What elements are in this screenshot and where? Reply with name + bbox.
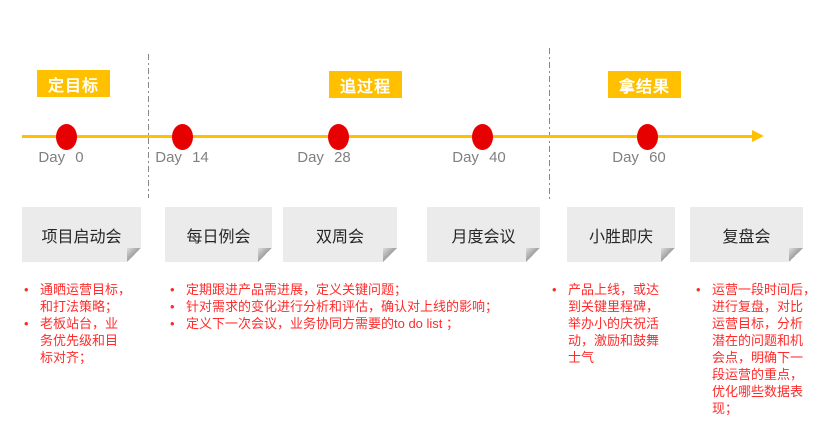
notes-list-process: • 定期跟进产品需进展，定义关键问题； • 针对需求的变化进行分析和评估，确认对… <box>168 281 550 332</box>
bullet-icon: • <box>170 299 175 314</box>
meeting-card-daily: 每日例会 <box>165 207 272 262</box>
phase-separator-line <box>148 54 149 198</box>
bullet-icon: • <box>696 282 701 297</box>
day-label-40: Day 40 <box>452 149 506 166</box>
milestone-dot-day60 <box>637 124 658 150</box>
bullet-icon: • <box>24 316 29 331</box>
list-item: • 通晒运营目标， 和打法策略； <box>22 281 144 315</box>
phase-badge-set-goal: 定目标 <box>37 70 111 97</box>
folded-corner-icon <box>526 248 540 262</box>
meeting-card-title: 每日例会 <box>186 228 251 246</box>
meeting-card-celebrate: 小胜即庆 <box>567 207 675 262</box>
list-item: • 针对需求的变化进行分析和评估，确认对上线的影响； <box>168 298 550 315</box>
notes-list-celebrate: • 产品上线，或达 到关键里程碑， 举办小的庆祝活 动，激励和鼓舞 士气 <box>550 281 678 366</box>
note-text: 定期跟进产品需进展，定义关键问题； <box>186 282 408 297</box>
note-text: 老板站台，业 务优先级和目 标对齐； <box>40 316 119 365</box>
phase-separator-line <box>549 48 550 200</box>
day-label-28: Day 28 <box>297 149 351 166</box>
notes-list-review: • 运营一段时间后， 进行复盘，对比 运营目标，分析 潜在的问题和机 会点，明确… <box>694 281 824 417</box>
list-item: • 定期跟进产品需进展，定义关键问题； <box>168 281 550 298</box>
meeting-card-title: 月度会议 <box>451 228 516 246</box>
folded-corner-icon <box>127 248 141 262</box>
note-text: 通晒运营目标， 和打法策略； <box>40 282 132 314</box>
bullet-icon: • <box>170 282 175 297</box>
folded-corner-icon <box>383 248 397 262</box>
folded-corner-icon <box>258 248 272 262</box>
notes-list-kickoff: • 通晒运营目标， 和打法策略； • 老板站台，业 务优先级和目 标对齐； <box>22 281 144 366</box>
meeting-card-title: 双周会 <box>315 228 364 246</box>
list-item: • 产品上线，或达 到关键里程碑， 举办小的庆祝活 动，激励和鼓舞 士气 <box>550 281 678 366</box>
list-item: • 定义下一次会议，业务协同方需要的to do list ； <box>168 315 550 332</box>
day-label-60: Day 60 <box>612 149 666 166</box>
note-text: 运营一段时间后， 进行复盘，对比 运营目标，分析 潜在的问题和机 会点，明确下一… <box>712 282 817 416</box>
meeting-card-title: 复盘会 <box>722 228 771 246</box>
folded-corner-icon <box>661 248 675 262</box>
day-label-14: Day 14 <box>155 149 209 166</box>
meeting-card-kickoff: 项目启动会 <box>22 207 141 262</box>
folded-corner-icon <box>789 248 803 262</box>
timeline-axis <box>22 135 753 138</box>
list-item: • 老板站台，业 务优先级和目 标对齐； <box>22 315 144 366</box>
meeting-card-monthly: 月度会议 <box>427 207 540 262</box>
list-item: • 运营一段时间后， 进行复盘，对比 运营目标，分析 潜在的问题和机 会点，明确… <box>694 281 824 417</box>
meeting-card-biweekly: 双周会 <box>283 207 397 262</box>
note-text: 针对需求的变化进行分析和评估，确认对上线的影响； <box>186 299 499 314</box>
meeting-card-title: 项目启动会 <box>41 228 122 246</box>
milestone-dot-day14 <box>172 124 193 150</box>
day-label-0: Day 0 <box>38 149 84 166</box>
note-text: 产品上线，或达 到关键里程碑， 举办小的庆祝活 动，激励和鼓舞 士气 <box>568 282 660 365</box>
milestone-dot-day0 <box>56 124 77 150</box>
timeline-arrowhead-icon <box>752 130 764 142</box>
bullet-icon: • <box>24 282 29 297</box>
meeting-card-review: 复盘会 <box>690 207 803 262</box>
milestone-dot-day28 <box>328 124 349 150</box>
note-text: 定义下一次会议，业务协同方需要的to do list ； <box>186 316 460 331</box>
phase-badge-get-result: 拿结果 <box>608 71 682 98</box>
milestone-dot-day40 <box>472 124 493 150</box>
bullet-icon: • <box>170 316 175 331</box>
bullet-icon: • <box>552 282 557 297</box>
phase-badge-track-process: 追过程 <box>329 71 403 98</box>
meeting-card-title: 小胜即庆 <box>588 228 653 246</box>
